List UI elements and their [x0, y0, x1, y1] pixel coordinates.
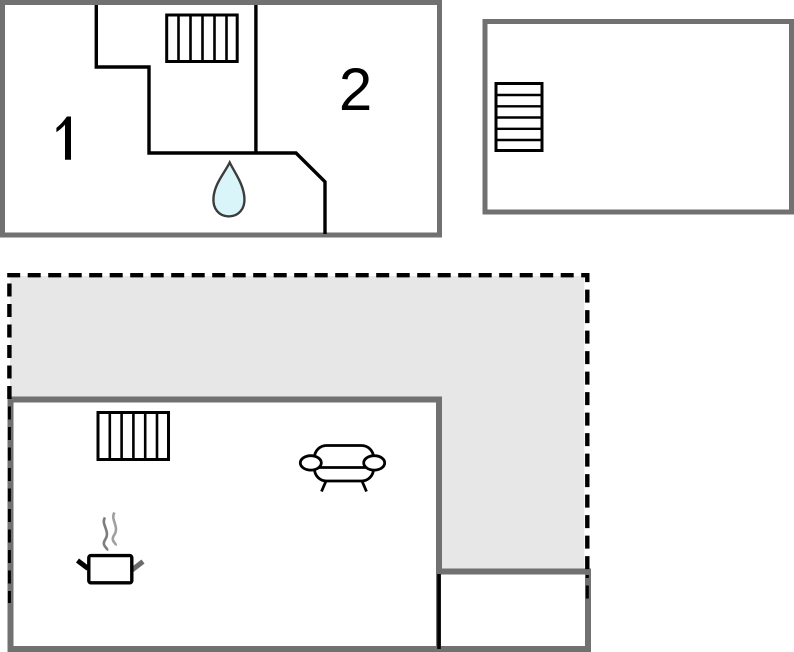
svg-text:2: 2 [339, 56, 372, 123]
